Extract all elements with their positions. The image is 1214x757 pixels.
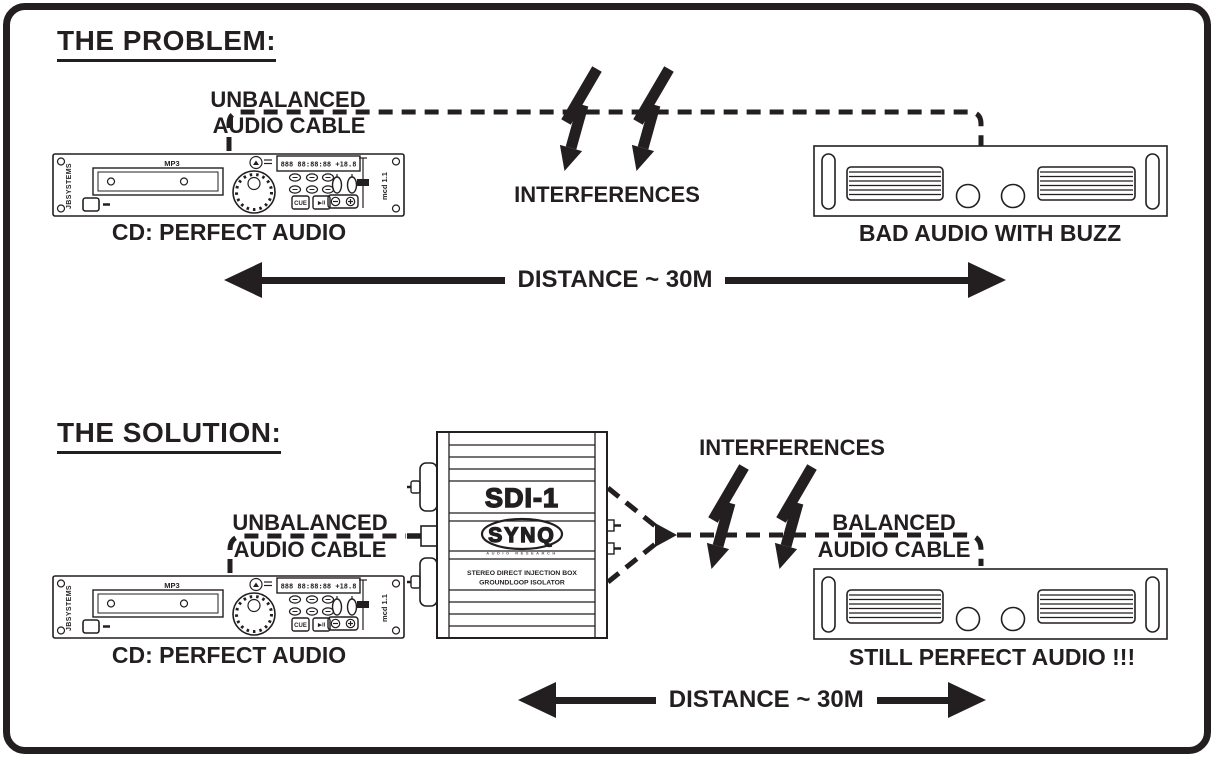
- output-plug-bottom: [606, 542, 621, 555]
- synq-logo: SYNQ AUDIO RESEARCH: [480, 517, 564, 556]
- output-plug-top: [606, 519, 621, 532]
- amplifier-figure-solution: [813, 568, 1168, 640]
- cd-player-figure-solution: [51, 574, 406, 640]
- arrow-right-icon: [948, 682, 986, 718]
- problem-distance-label: DISTANCE ~ 30M: [517, 266, 713, 293]
- lightning-bolt-icon: [775, 467, 812, 569]
- solution-unbalanced-label-bottom: AUDIO CABLE: [233, 537, 387, 562]
- problem-cable-label-bottom: AUDIO CABLE: [212, 113, 366, 138]
- di-box-desc-line2: GROUNDLOOP ISOLATOR: [479, 580, 565, 587]
- unbalanced-cable-solution: [227, 533, 406, 573]
- di-box-desc-line1: STEREO DIRECT INJECTION BOX: [467, 570, 577, 577]
- svg-text:SYNQ: SYNQ: [488, 524, 556, 547]
- arrow-left-icon: [518, 682, 556, 718]
- cd-player-figure-problem: [51, 152, 406, 218]
- solution-heading: THE SOLUTION:: [57, 419, 282, 454]
- input-connector-top: [407, 462, 438, 512]
- di-output-cable-lower: [606, 539, 661, 584]
- lightning-bolt-icon: [560, 69, 597, 171]
- arrow-right-icon: [968, 262, 1006, 298]
- unbalanced-cable-problem: [226, 109, 984, 151]
- problem-distance-arrow: DISTANCE ~ 30M: [224, 262, 1006, 298]
- di-box-model-label: SDI-1: [485, 483, 559, 513]
- solution-balanced-label-top: BALANCED: [832, 510, 956, 535]
- solution-dest-caption: STILL PERFECT AUDIO !!!: [848, 644, 1136, 670]
- di-output-cable-upper: [606, 486, 661, 531]
- input-connector-bottom: [407, 557, 438, 607]
- problem-heading: THE PROBLEM:: [57, 27, 277, 62]
- problem-source-caption: CD: PERFECT AUDIO: [111, 219, 347, 245]
- lightning-bolt-icon: [707, 467, 744, 569]
- solution-distance-label: DISTANCE ~ 30M: [668, 686, 864, 713]
- solution-unbalanced-label-top: UNBALANCED: [232, 510, 388, 535]
- problem-dest-caption: BAD AUDIO WITH BUZZ: [858, 220, 1122, 246]
- lightning-bolt-icon: [632, 69, 669, 171]
- di-box-figure: SDI-1 SYNQ AUDIO RESEARCH STEREO DIRECT …: [407, 431, 621, 639]
- cable-merge-arrow-icon: [655, 523, 677, 547]
- di-box-ribs: [449, 444, 595, 627]
- solution-distance-arrow: DISTANCE ~ 30M: [518, 682, 986, 718]
- solution-balanced-label-bottom: AUDIO CABLE: [817, 537, 971, 562]
- svg-text:AUDIO RESEARCH: AUDIO RESEARCH: [486, 551, 557, 556]
- solution-interferences-label: INTERFERENCES: [699, 435, 885, 460]
- input-connector-mid: [407, 525, 438, 547]
- arrow-left-icon: [224, 262, 262, 298]
- amplifier-figure-problem: [813, 145, 1168, 217]
- balanced-cable-solution: [677, 532, 984, 566]
- problem-cable-label-top: UNBALANCED: [210, 87, 366, 112]
- problem-interferences-label: INTERFERENCES: [514, 182, 700, 207]
- solution-source-caption: CD: PERFECT AUDIO: [111, 642, 347, 668]
